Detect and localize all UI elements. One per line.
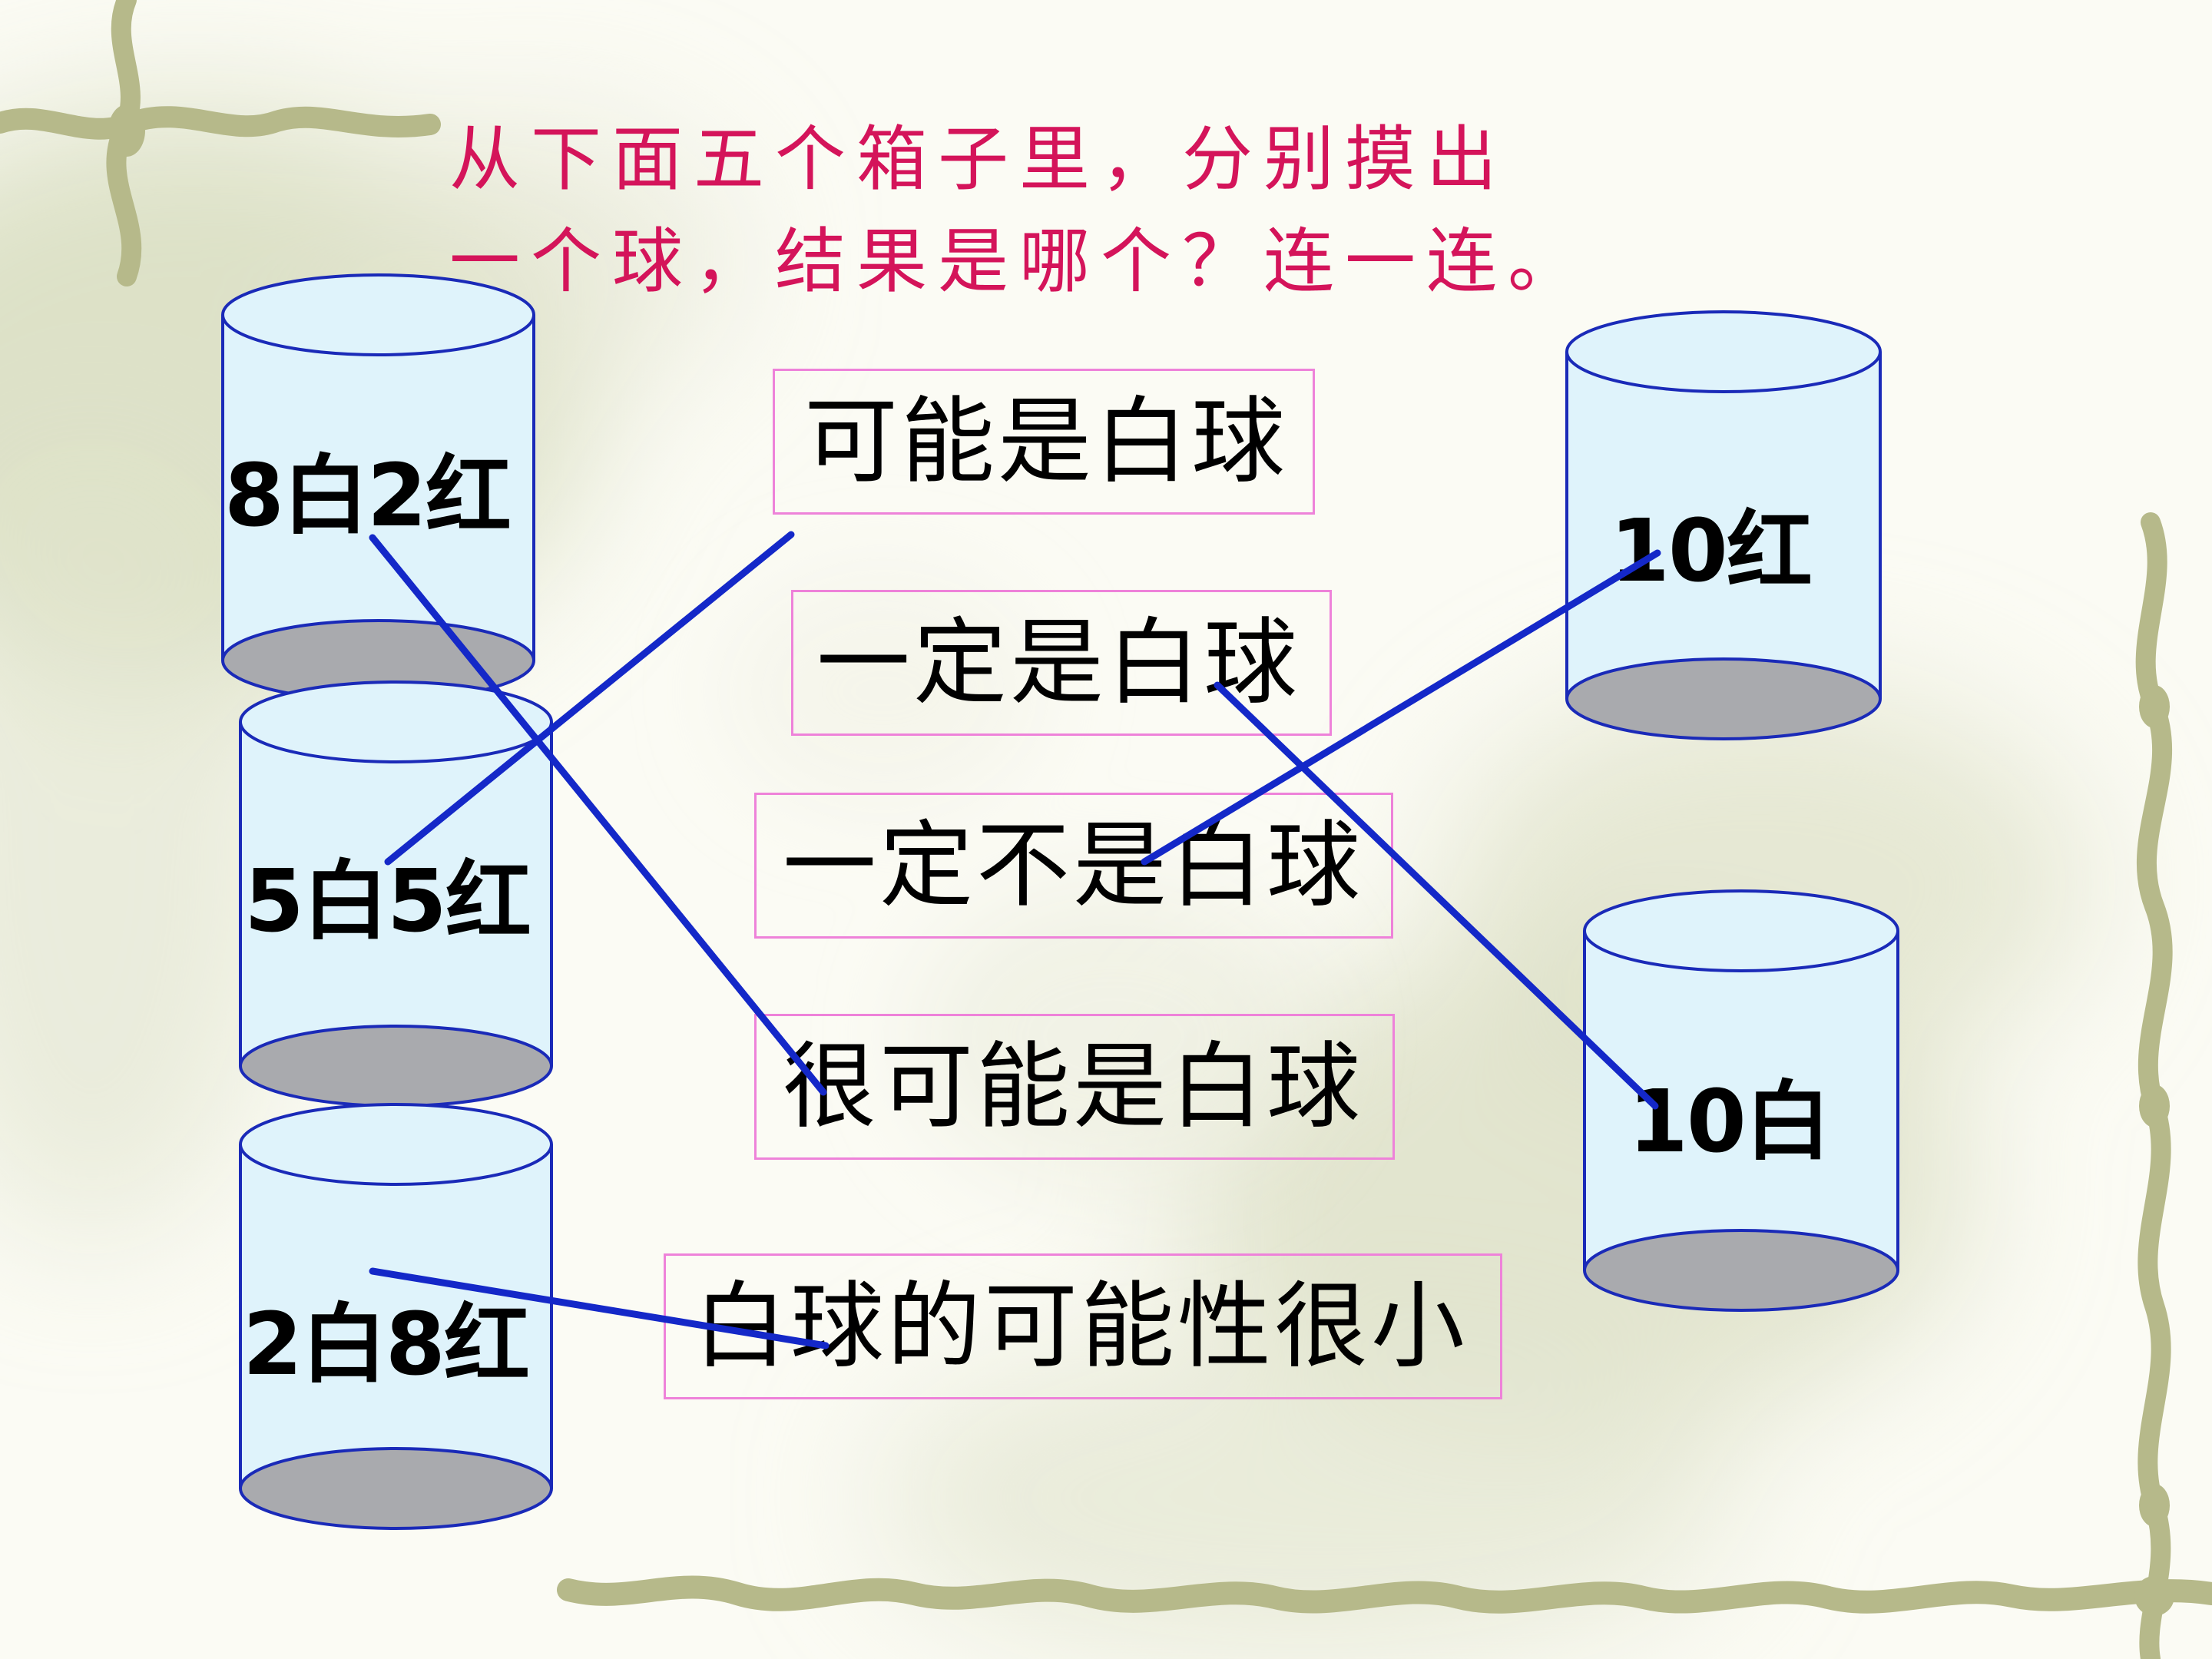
cylinder-top (221, 273, 535, 356)
outcome-text: 一定不是白球 (783, 811, 1363, 920)
cylinder-top (1583, 889, 1899, 972)
box-label-10w: 10白 (1628, 1072, 1831, 1172)
outcome-box-very-likely-white[interactable]: 很可能是白球 (754, 1014, 1395, 1160)
outcome-text: 白球的可能性很小 (694, 1272, 1468, 1381)
outcome-box-white-unlikely[interactable]: 白球的可能性很小 (664, 1253, 1502, 1399)
instruction-line-1: 从下面五个箱子里，分别摸出 (449, 118, 1508, 200)
outcome-box-possibly-white[interactable]: 可能是白球 (773, 369, 1315, 515)
outcome-box-certainly-white[interactable]: 一定是白球 (791, 590, 1332, 736)
box-label-5w5r: 5白5红 (244, 852, 531, 952)
instruction-line-2: 一个球，结果是哪个？连一连。 (449, 220, 1590, 303)
vine-nodes (108, 104, 2174, 1616)
cylinder-top (239, 680, 553, 763)
box-cylinder-10w[interactable] (1583, 889, 1899, 1312)
cylinder-base (239, 1447, 553, 1530)
box-label-10r: 10红 (1610, 502, 1813, 601)
cylinder-top (239, 1103, 553, 1186)
outcome-text: 可能是白球 (804, 387, 1288, 496)
cylinder-top (1565, 310, 1882, 393)
outcome-text: 一定是白球 (816, 608, 1300, 717)
cylinder-base (1583, 1229, 1899, 1312)
outcome-box-certainly-not-white[interactable]: 一定不是白球 (754, 793, 1393, 939)
cylinder-base (1565, 657, 1882, 740)
box-label-2w8r: 2白8红 (243, 1295, 530, 1395)
outcome-text: 很可能是白球 (783, 1032, 1363, 1141)
box-label-8w2r: 8白2红 (224, 446, 512, 546)
cylinder-base (239, 1025, 553, 1108)
cylinder-body (1584, 891, 1898, 1310)
